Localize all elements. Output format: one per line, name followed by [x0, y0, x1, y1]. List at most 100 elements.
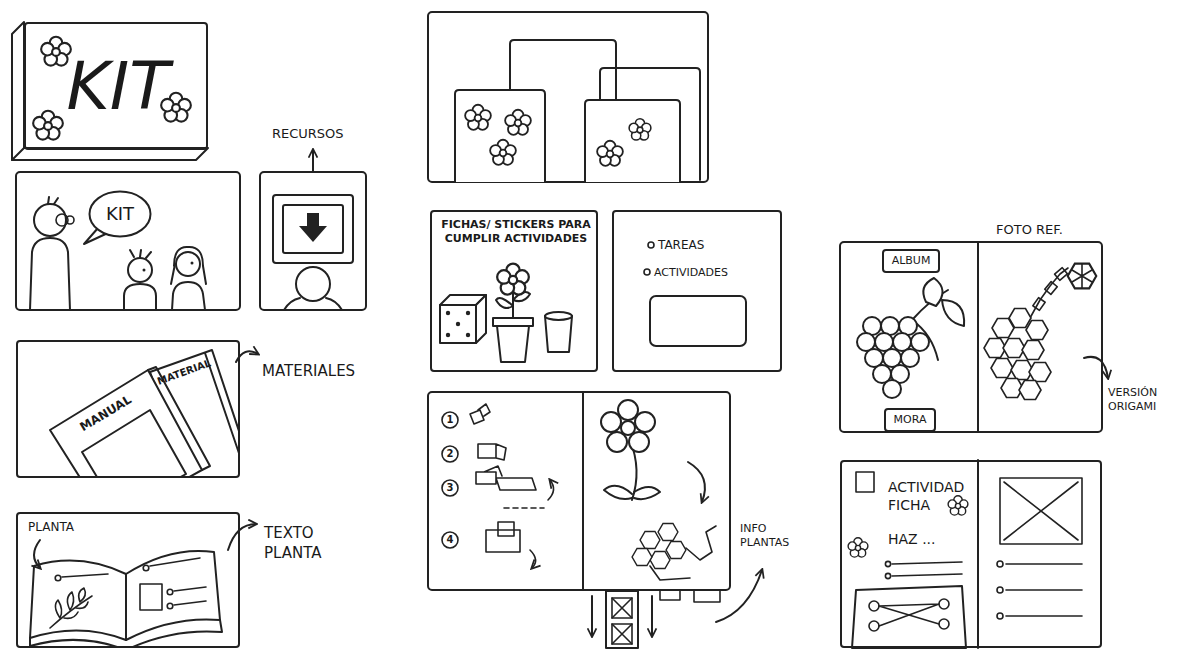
stickers-panel: FICHAS/ STICKERS PARA CUMPLIR ACTIVIDADE…	[430, 210, 598, 372]
kit-box-illustration	[12, 22, 208, 160]
stickers-drawings	[493, 318, 533, 326]
stickers-drawings	[476, 295, 486, 343]
plant-book-panel: PLANTA	[16, 512, 240, 648]
kit-box-illustration	[41, 37, 71, 66]
family-scene	[143, 269, 146, 272]
plant-book	[167, 603, 173, 609]
activity-sheet	[885, 573, 890, 578]
kit-box-illustration	[161, 93, 191, 122]
kit-boxes	[465, 105, 491, 130]
download-scene	[312, 150, 314, 171]
origami-steps	[688, 462, 705, 502]
origami-steps	[486, 522, 520, 552]
name-tag: MORA	[884, 408, 936, 432]
activity-panel: ACTIVIDAD FICHAHAZ ...	[840, 460, 1102, 648]
origami-steps	[476, 466, 536, 490]
activity-sheet	[948, 496, 968, 515]
kit-box-panel: KIT	[24, 22, 208, 150]
materials-books	[205, 353, 239, 468]
origami-steps	[640, 531, 660, 548]
kit-box-illustration	[33, 111, 63, 140]
origami-steps	[442, 532, 458, 548]
stickers-drawings	[446, 333, 450, 337]
plant-book	[140, 584, 162, 610]
step-number: 4	[443, 533, 457, 546]
download-scene	[283, 205, 343, 253]
album-page	[1019, 381, 1041, 400]
origami-steps	[612, 624, 632, 644]
kit-boxes	[597, 141, 623, 166]
origami-steps	[582, 392, 584, 590]
origami-steps	[530, 550, 536, 568]
task-list-panel: TAREASACTIVIDADES	[612, 210, 782, 372]
callout-label: TEXTO PLANTA	[264, 524, 354, 563]
album-page	[1030, 268, 1068, 318]
bubble-outline	[90, 192, 151, 237]
origami-steps	[621, 421, 635, 435]
plant-book	[30, 620, 222, 647]
family-scene	[171, 247, 206, 284]
kit-boxes	[585, 100, 680, 182]
activity-sheet	[1006, 563, 1082, 565]
kit-title: KIT	[26, 44, 210, 130]
plant-book	[174, 587, 206, 591]
activity-sheet	[856, 472, 874, 492]
stickers-drawings	[440, 305, 476, 343]
album-page	[1003, 339, 1025, 358]
stickers-drawings	[496, 292, 530, 308]
stickers-drawings	[545, 312, 572, 320]
callout-label: VERSIÓN ORIGAMI	[1108, 386, 1184, 415]
family-scene	[16, 172, 240, 310]
origami-steps	[504, 507, 544, 509]
album-tag: ALBUM	[882, 249, 940, 273]
kit-boxes	[455, 90, 545, 182]
origami-steps	[442, 480, 458, 496]
stickers-drawings	[446, 311, 450, 315]
activity-sheet	[879, 604, 939, 626]
album-page	[883, 380, 901, 398]
task-list-drawings	[648, 242, 654, 248]
stickers-drawings	[466, 311, 470, 315]
album-page	[1068, 264, 1097, 289]
album-page	[991, 359, 1013, 378]
family-scene	[66, 216, 74, 224]
callout-label: MATERIALES	[262, 362, 355, 382]
origami-steps	[650, 526, 716, 580]
kit-box-illustration	[12, 22, 208, 160]
callout-label: RECURSOS	[272, 126, 344, 143]
album-page	[923, 278, 942, 306]
album-page	[1022, 341, 1044, 360]
activity-sheet	[869, 621, 879, 631]
album-page	[1029, 363, 1051, 382]
origami-steps	[428, 392, 762, 648]
origami-steps	[604, 486, 660, 499]
origami-steps	[612, 624, 632, 644]
origami-steps	[629, 432, 649, 452]
callout-label: INFO PLANTAS	[740, 522, 814, 551]
kit-boxes	[428, 12, 708, 182]
album-page	[1072, 264, 1092, 288]
plant-book	[30, 551, 222, 647]
speech-text: KIT	[88, 202, 152, 225]
origami-steps	[548, 480, 554, 500]
origami-steps	[660, 590, 720, 602]
activity-sheet	[1006, 589, 1082, 591]
origami-steps	[606, 591, 638, 648]
activity-sheet	[939, 599, 949, 609]
kit-box-illustration	[12, 148, 24, 160]
activity-sheet	[885, 561, 890, 566]
materials-books	[50, 350, 239, 477]
task-list-drawings	[644, 269, 650, 275]
tag-text: MORA	[886, 413, 934, 427]
download-scene	[273, 195, 353, 263]
callout-arrow	[228, 524, 256, 550]
activity-sheet	[1004, 482, 1078, 540]
activity-sheet	[869, 601, 879, 611]
origami-steps	[632, 548, 652, 565]
tag-text: ALBUM	[884, 254, 938, 268]
family-scene	[124, 284, 156, 310]
origami-steps	[612, 598, 632, 618]
